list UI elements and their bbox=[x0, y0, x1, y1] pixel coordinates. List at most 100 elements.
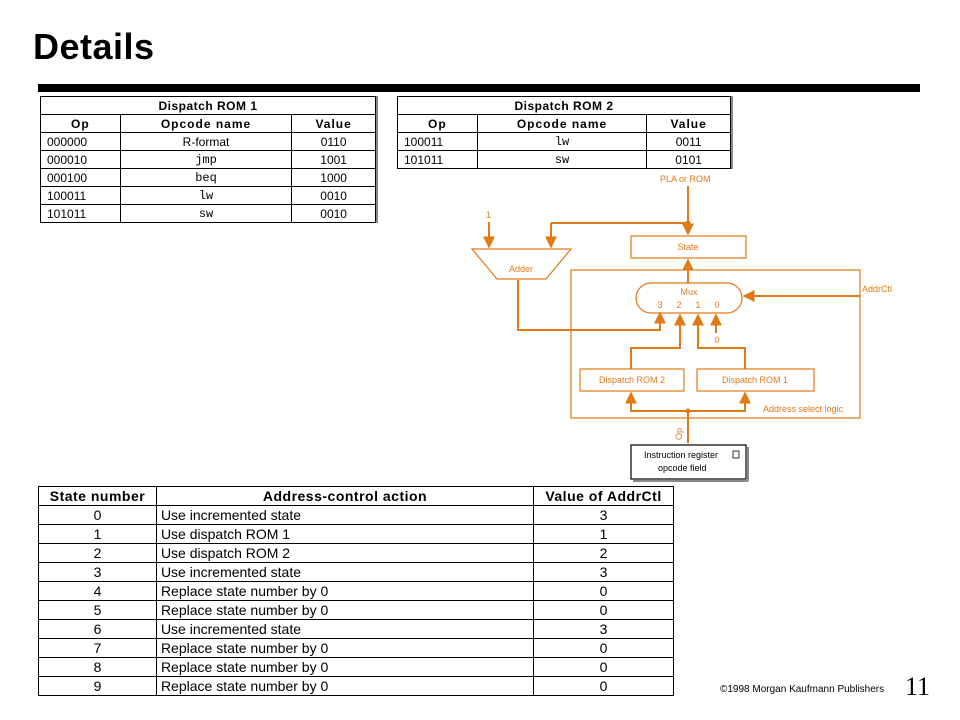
addr-value: 0 bbox=[533, 581, 674, 601]
addr-action: Replace state number by 0 bbox=[155, 638, 535, 658]
mux-input-1: 1 bbox=[695, 300, 700, 310]
addr-action: Use incremented state bbox=[155, 505, 535, 525]
addr-state: 9 bbox=[38, 676, 157, 696]
rom2-to-mux-wire bbox=[630, 313, 686, 369]
adder-shape bbox=[470, 248, 573, 280]
addr-value: 0 bbox=[533, 600, 674, 620]
addr-state: 0 bbox=[38, 505, 157, 525]
table-row: 8 Replace state number by 0 0 bbox=[38, 657, 674, 677]
mux-input-0: 0 bbox=[714, 300, 719, 310]
table-row: 000100 beq 1000 bbox=[40, 168, 376, 187]
ir-label-line1: Instruction register bbox=[644, 450, 718, 460]
addr-state: 7 bbox=[38, 638, 157, 658]
table-row: 7 Replace state number by 0 0 bbox=[38, 638, 674, 658]
table-row: 101011 sw 0101 bbox=[397, 150, 731, 169]
op-to-rom2-wire bbox=[625, 391, 688, 412]
addr-action: Use incremented state bbox=[155, 562, 535, 582]
rom2-opcode-name: sw bbox=[476, 150, 648, 169]
state-box bbox=[630, 235, 747, 259]
addr-action: Use dispatch ROM 1 bbox=[155, 524, 535, 544]
rom1-box-label: Dispatch ROM 1 bbox=[722, 375, 788, 385]
addr-value: 2 bbox=[533, 543, 674, 563]
rom2-op: 101011 bbox=[397, 150, 478, 169]
rom1-shadow bbox=[375, 96, 378, 223]
table-row: 0 Use incremented state 3 bbox=[38, 505, 674, 525]
op-node bbox=[685, 408, 691, 414]
addr-header-state: State number bbox=[38, 486, 157, 506]
adder-label: Adder bbox=[509, 264, 533, 274]
addr-action: Use incremented state bbox=[155, 619, 535, 639]
mux-input-3: 3 bbox=[657, 300, 662, 310]
rom2-shadow bbox=[730, 96, 733, 169]
addr-action: Replace state number by 0 bbox=[155, 581, 535, 601]
addr-state: 3 bbox=[38, 562, 157, 582]
table-row: 1 Use dispatch ROM 1 1 bbox=[38, 524, 674, 544]
mux-label: Mux bbox=[680, 287, 698, 297]
addr-state: 4 bbox=[38, 581, 157, 601]
rom1-op: 000100 bbox=[40, 168, 121, 187]
rom1-header-value: Value bbox=[291, 114, 376, 133]
dispatch-rom-1-table: Dispatch ROM 1 Op Opcode name Value 0000… bbox=[40, 96, 376, 223]
addr-state: 6 bbox=[38, 619, 157, 639]
addr-value: 0 bbox=[533, 657, 674, 677]
adder-to-mux-wire bbox=[517, 280, 666, 331]
addr-action: Replace state number by 0 bbox=[155, 600, 535, 620]
addr-header-value: Value of AddrCtl bbox=[533, 486, 674, 506]
addr-value: 3 bbox=[533, 619, 674, 639]
addr-state: 2 bbox=[38, 543, 157, 563]
slide-title: Details bbox=[33, 26, 155, 67]
op-label: Op bbox=[674, 428, 684, 440]
zero-label: 0 bbox=[714, 335, 719, 345]
table-row: 000000 R-format 0110 bbox=[40, 132, 376, 151]
dispatch-rom-2-box bbox=[579, 368, 685, 392]
addr-state: 5 bbox=[38, 600, 157, 620]
rom1-opcode-name: R-format bbox=[119, 132, 293, 151]
rom2-box-label: Dispatch ROM 2 bbox=[599, 375, 665, 385]
addrctl-label: AddrCtl bbox=[862, 284, 892, 294]
addr-action: Replace state number by 0 bbox=[155, 676, 535, 696]
table-row: 2 Use dispatch ROM 2 2 bbox=[38, 543, 674, 563]
addr-action: Use dispatch ROM 2 bbox=[155, 543, 535, 563]
instruction-register-box bbox=[630, 444, 747, 480]
table-row: 100011 lw 0011 bbox=[397, 132, 731, 151]
addr-value: 3 bbox=[533, 562, 674, 582]
copyright-notice: ©1998 Morgan Kaufmann Publishers bbox=[720, 684, 885, 695]
select-logic-label: Address select logic bbox=[763, 404, 844, 414]
rom1-op: 101011 bbox=[40, 204, 121, 223]
table-row: 5 Replace state number by 0 0 bbox=[38, 600, 674, 620]
table-row: 3 Use incremented state 3 bbox=[38, 562, 674, 582]
addr-action: Replace state number by 0 bbox=[155, 657, 535, 677]
state-label: State bbox=[677, 242, 698, 252]
rom1-opcode-name: sw bbox=[119, 204, 293, 223]
table-row: 000010 jmp 1001 bbox=[40, 150, 376, 169]
addr-value: 1 bbox=[533, 524, 674, 544]
pla-label: PLA or ROM bbox=[660, 174, 711, 184]
addr-value: 0 bbox=[533, 638, 674, 658]
one-label: 1 bbox=[486, 210, 491, 220]
rom1-opcode-name: jmp bbox=[119, 150, 293, 169]
addr-value: 0 bbox=[533, 676, 674, 696]
rom1-opcode-name: beq bbox=[119, 168, 293, 187]
rom1-op: 000010 bbox=[40, 150, 121, 169]
addr-value: 3 bbox=[533, 505, 674, 525]
rom1-to-mux-wire bbox=[692, 313, 746, 369]
dispatch-rom-1-box bbox=[696, 368, 815, 392]
op-to-rom1-wire bbox=[688, 391, 751, 412]
table-row: 4 Replace state number by 0 0 bbox=[38, 581, 674, 601]
address-select-logic-box bbox=[570, 269, 861, 419]
dispatch-rom-2-table: Dispatch ROM 2 Op Opcode name Value 1000… bbox=[397, 96, 731, 169]
rom2-value: 0101 bbox=[646, 150, 731, 169]
table-row: 9 Replace state number by 0 0 bbox=[38, 676, 674, 696]
ir-label-line2: opcode field bbox=[658, 463, 707, 473]
ir-box-glyph bbox=[732, 450, 740, 459]
mux-input-2: 2 bbox=[676, 300, 681, 310]
addr-header-action: Address-control action bbox=[155, 486, 535, 506]
address-control-table: State number Address-control action Valu… bbox=[38, 486, 674, 696]
table-row: 101011 sw 0010 bbox=[40, 204, 376, 223]
addr-state: 1 bbox=[38, 524, 157, 544]
state-node bbox=[685, 220, 691, 226]
addr-state: 8 bbox=[38, 657, 157, 677]
table-row: 6 Use incremented state 3 bbox=[38, 619, 674, 639]
page-number: 11 bbox=[905, 672, 931, 701]
